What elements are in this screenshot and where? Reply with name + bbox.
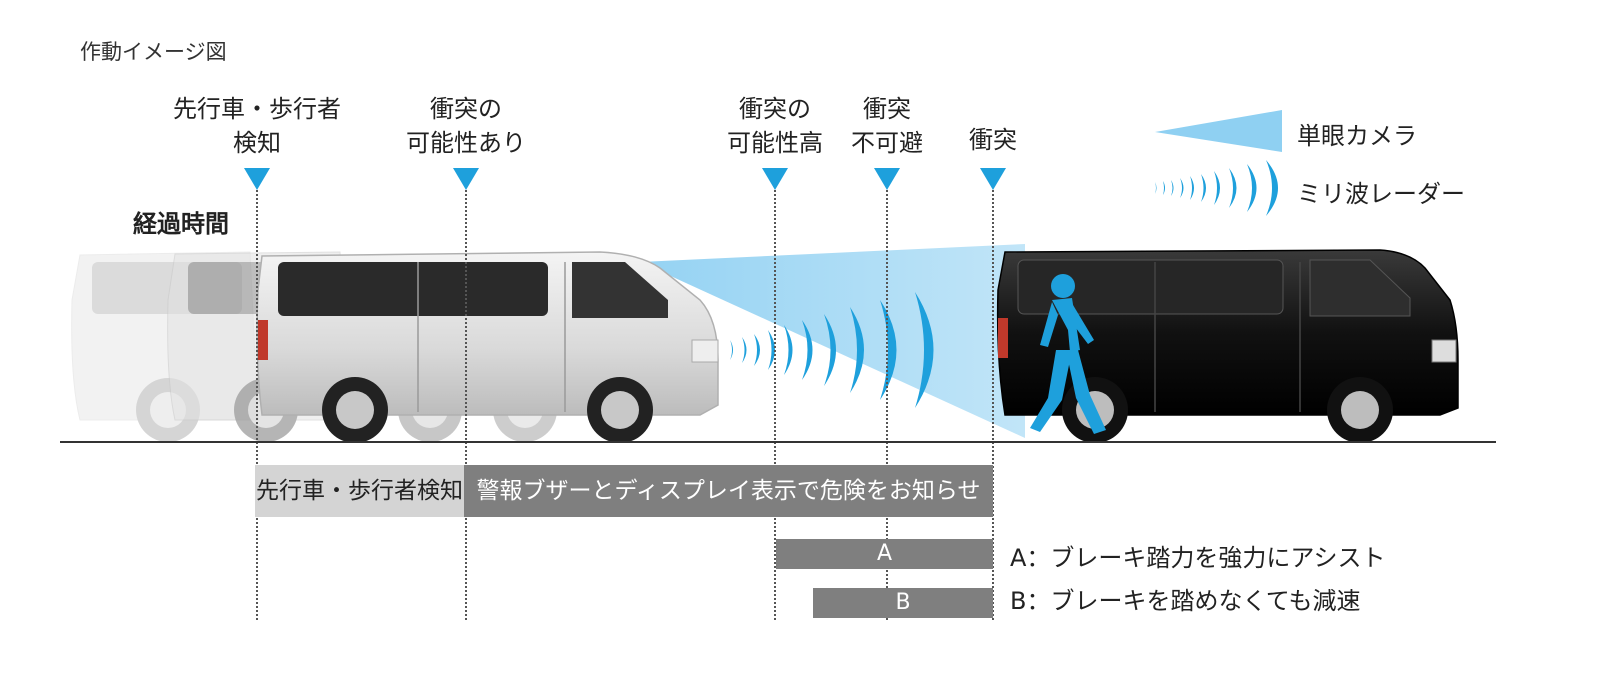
diagram-title: 作動イメージ図 <box>80 40 227 64</box>
stage-label-collision: 衝突 <box>969 123 1017 157</box>
stage-high-line1: 衝突の <box>739 95 811 123</box>
stage-possible-line1: 衝突の <box>430 95 502 123</box>
stage-marker-unavoidable <box>874 168 900 190</box>
stage-unavoidable-line1: 衝突 <box>863 95 911 123</box>
timeline-line-detect <box>256 190 258 620</box>
stage-marker-collision <box>980 168 1006 190</box>
radar-waves <box>730 292 934 408</box>
stage-high-line2: 可能性高 <box>727 129 823 157</box>
stage-label-high: 衝突の 可能性高 <box>727 92 823 160</box>
timeline-line-high <box>774 190 776 620</box>
pedestrian-figure <box>1030 274 1106 434</box>
elapsed-time-label: 経過時間 <box>133 210 229 238</box>
silver-van <box>256 251 719 443</box>
stage-label-detect: 先行車・歩行者 検知 <box>173 92 341 160</box>
stage-marker-possible <box>453 168 479 190</box>
bar-alarm: 警報ブザーとディスプレイ表示で危険をお知らせ <box>464 465 993 517</box>
assist-bar-a: A <box>776 539 993 569</box>
assist-label-b: B：ブレーキを踏めなくても減速 <box>1010 587 1361 615</box>
stage-marker-detect <box>244 168 270 190</box>
stage-unavoidable-line2: 不可避 <box>851 129 923 157</box>
assist-label-a: A：ブレーキ踏力を強力にアシスト <box>1010 544 1386 572</box>
stage-detect-line2: 検知 <box>233 129 281 157</box>
assist-bar-b: B <box>813 588 993 618</box>
bar-detection: 先行車・歩行者検知 <box>255 465 464 517</box>
stage-possible-line2: 可能性あり <box>406 129 526 157</box>
stage-detect-line1: 先行車・歩行者 <box>173 95 341 123</box>
stage-label-possible: 衝突の 可能性あり <box>406 92 526 160</box>
legend-camera-wedge <box>1155 110 1282 152</box>
legend-radar-waves <box>1155 160 1278 216</box>
timeline-line-collision <box>992 190 994 620</box>
timeline-line-possible <box>465 190 467 620</box>
ground-line <box>60 441 1496 443</box>
timeline-line-unavoidable <box>886 190 888 620</box>
stage-marker-high <box>762 168 788 190</box>
stage-label-unavoidable: 衝突 不可避 <box>851 92 923 160</box>
legend-camera-label: 単眼カメラ <box>1297 122 1417 150</box>
stage-collision-line1: 衝突 <box>969 126 1017 154</box>
legend-radar-label: ミリ波レーダー <box>1297 180 1465 208</box>
